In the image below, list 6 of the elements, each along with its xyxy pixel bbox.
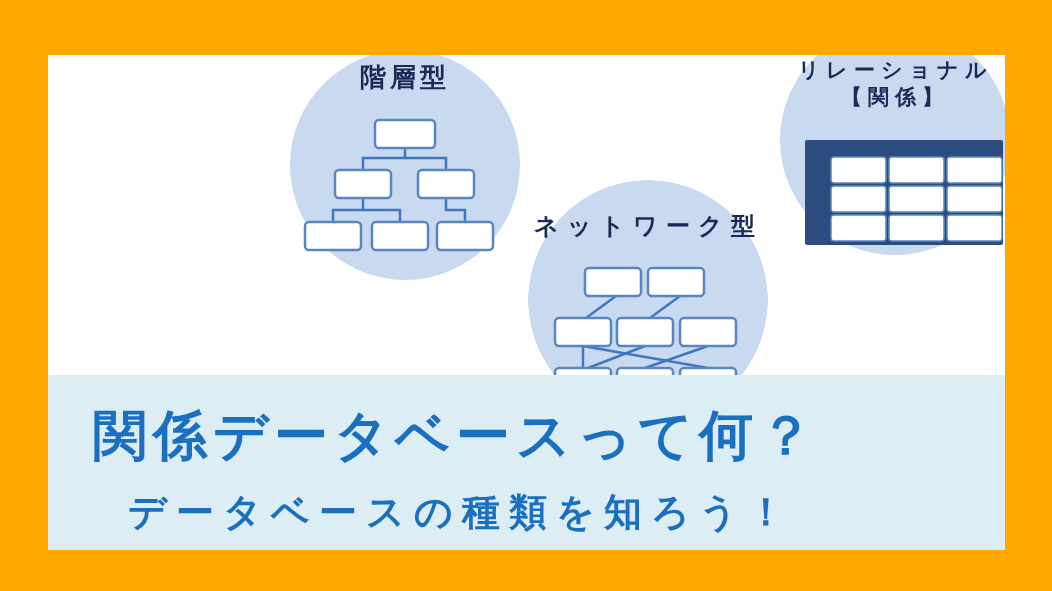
headline: 関係データベースって何？ (93, 403, 819, 469)
circle-title: ネットワーク型 (533, 211, 763, 242)
title-banner (48, 375, 1005, 550)
subheadline: データベースの種類を知ろう！ (128, 489, 794, 536)
circle-title: リレーショナル【関係】 (796, 57, 994, 112)
circle-title: 階層型 (360, 61, 450, 94)
